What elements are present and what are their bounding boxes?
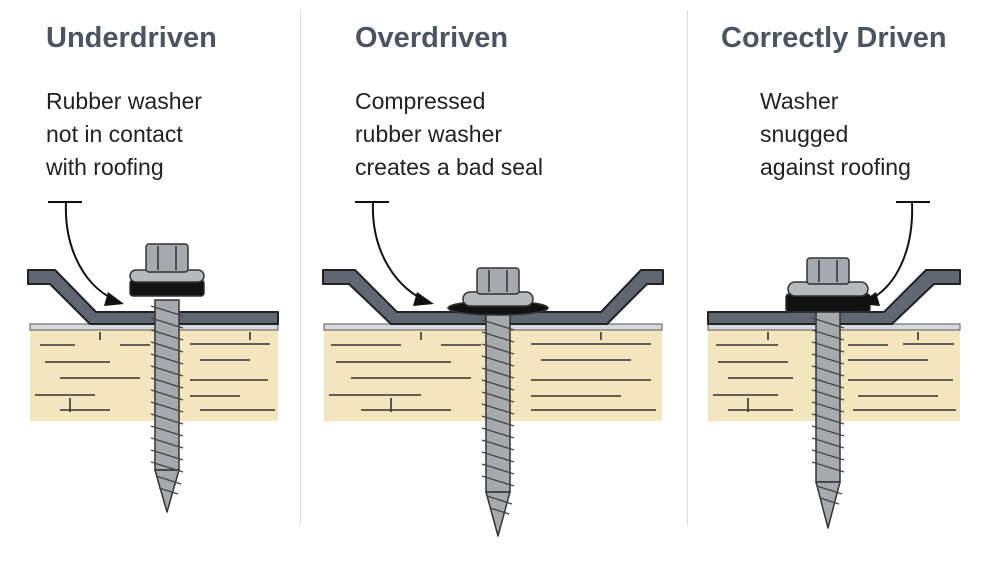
pointer-arrow — [64, 201, 121, 303]
arrow-head — [859, 292, 880, 306]
caption-line: not in contact — [46, 121, 183, 147]
correctly-driven-screw-illustration — [707, 201, 961, 529]
panel-title: Underdriven — [46, 22, 217, 54]
arrow-head — [413, 292, 434, 306]
pointer-arrow — [371, 201, 430, 303]
caption-line: Rubber washer — [46, 88, 202, 114]
wood-grain — [329, 332, 656, 412]
panel-divider-right — [687, 10, 688, 525]
arrow-head — [104, 292, 124, 306]
panel-caption: Rubber washer not in contact with roofin… — [46, 85, 202, 184]
caption-line: snugged — [760, 121, 849, 147]
panel-correctly-driven: Correctly Driven Washer snugged against … — [688, 0, 1000, 564]
screw — [447, 267, 549, 537]
wood-grain — [35, 332, 275, 412]
panel-caption: Compressed rubber washer creates a bad s… — [355, 85, 543, 184]
underdriven-screw-illustration — [27, 201, 279, 513]
panel-divider-left — [300, 10, 301, 525]
caption-line: Compressed — [355, 88, 486, 114]
pointer-arrow — [863, 201, 914, 303]
panel-title: Correctly Driven — [721, 22, 947, 54]
metal-roof-panel — [707, 269, 961, 325]
panel-overdriven: Overdriven Compressed rubber washer crea… — [301, 0, 687, 564]
wood-grain — [713, 332, 956, 412]
hex-head — [806, 257, 850, 285]
caption-line: Washer — [760, 88, 839, 114]
hex-head — [145, 243, 189, 273]
overdriven-screw-illustration — [322, 201, 664, 537]
wood-substrate — [30, 326, 278, 421]
caption-line: with roofing — [46, 154, 164, 180]
panel-caption: Washer snugged against roofing — [760, 85, 911, 184]
panel-title: Overdriven — [355, 22, 509, 54]
panel-underdriven: Underdriven Rubber washer not in contact… — [0, 0, 300, 564]
hex-head — [476, 267, 520, 295]
caption-line: against roofing — [760, 154, 911, 180]
caption-line: rubber washer — [355, 121, 503, 147]
screw — [129, 243, 205, 513]
metal-roof-panel — [27, 269, 279, 325]
caption-line: creates a bad seal — [355, 154, 543, 180]
screw — [785, 257, 871, 529]
